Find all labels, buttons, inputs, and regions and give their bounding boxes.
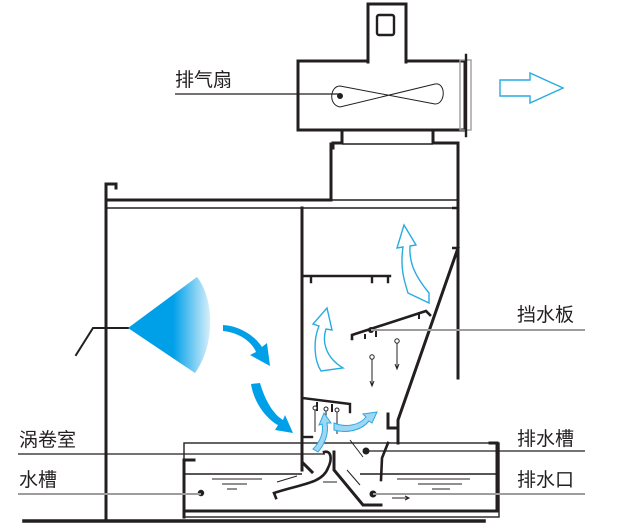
airflow-arrow-4-icon — [396, 223, 430, 305]
booth-roof-lip — [104, 182, 118, 215]
upper-shelf — [300, 274, 392, 284]
airflow-arrow-2-icon — [251, 383, 293, 433]
fan-collar — [331, 128, 460, 152]
spray-gun-icon — [74, 327, 129, 357]
baffle-housing-slope — [396, 246, 460, 445]
airflow-arrows — [223, 223, 430, 453]
vortex-right-plate — [332, 450, 383, 507]
label-exhaust-fan: 排气扇 — [175, 69, 232, 91]
airflow-arrow-3-icon — [311, 306, 346, 372]
drain-trough-wall — [379, 441, 390, 482]
exhaust-outlet-arrow-icon — [499, 71, 565, 105]
water-droplets — [369, 338, 400, 388]
water-surface-marks — [212, 478, 470, 490]
label-drain-trough: 排水槽 — [517, 428, 574, 450]
airflow-arrow-1-icon — [223, 325, 270, 366]
tank-right-wall — [185, 441, 499, 513]
water-tank — [182, 441, 500, 519]
leader-lines — [18, 93, 585, 495]
label-vortex-chamber: 涡卷室 — [19, 429, 76, 451]
label-baffle: 挡水板 — [517, 304, 574, 326]
vortex-hood — [300, 396, 352, 414]
fan-motor-housing — [366, 2, 408, 64]
spray-gun — [74, 277, 211, 373]
tank-left-wall — [182, 458, 196, 519]
label-drain-outlet: 排水口 — [517, 469, 574, 491]
exhaust-fan — [296, 2, 472, 152]
spray-cone — [128, 277, 211, 373]
baffle-plate — [350, 309, 432, 388]
vortex-left-plate — [300, 456, 315, 475]
vortex-hook — [272, 450, 332, 500]
fan-motor-window — [375, 13, 396, 37]
baffle-housing-notch — [386, 412, 400, 430]
airflow-arrow-6-icon — [333, 411, 378, 432]
booth-enclosure — [104, 142, 460, 520]
fan-housing — [296, 59, 467, 132]
airflow-arrow-5-icon — [312, 411, 332, 453]
label-water-tank: 水槽 — [19, 469, 57, 491]
fan-impeller-icon — [331, 83, 444, 108]
